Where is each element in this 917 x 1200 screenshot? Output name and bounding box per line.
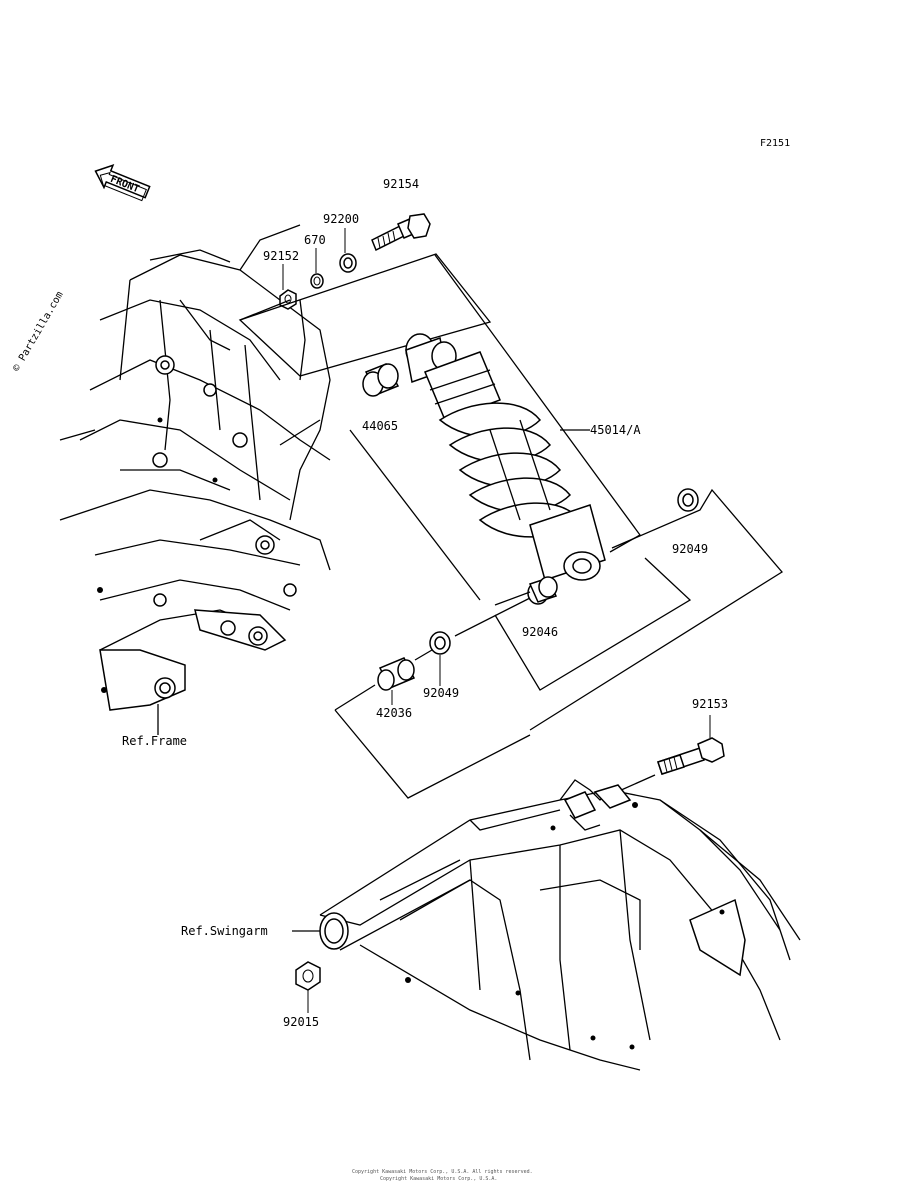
part-670-label: 670 xyxy=(304,233,326,247)
watermark-text: © Partzilla.com xyxy=(11,290,66,374)
nut-92015-icon xyxy=(295,961,321,991)
shock-absorber-icon xyxy=(405,333,606,581)
collar-44065-icon xyxy=(362,363,400,397)
copyright-line-2: Copyright Kawasaki Motors Corp., U.S.A. xyxy=(380,1176,497,1182)
ref-frame-label: Ref.Frame xyxy=(122,734,187,748)
ref-swingarm-label: Ref.Swingarm xyxy=(181,924,268,938)
frame-illustration xyxy=(59,224,331,735)
collar-42036-icon xyxy=(377,657,416,691)
bolt-92154-icon xyxy=(371,213,431,252)
washer-92049-right-icon xyxy=(677,488,699,512)
part-42036-label: 42036 xyxy=(376,706,412,720)
part-92154-label: 92154 xyxy=(383,177,419,191)
part-44065-label: 44065 xyxy=(362,419,398,433)
front-arrow-icon: FRONT xyxy=(94,164,151,202)
swingarm-illustration xyxy=(319,779,801,1071)
nut-92152-icon xyxy=(279,289,297,310)
part-45014-label: 45014/A xyxy=(590,423,641,437)
copyright-line-1: Copyright Kawasaki Motors Corp., U.S.A. … xyxy=(352,1169,533,1175)
collar-92046-icon xyxy=(527,576,558,605)
part-92049-right-label: 92049 xyxy=(672,542,708,556)
washer-92049-left-icon xyxy=(429,631,451,655)
part-92200-label: 92200 xyxy=(323,212,359,226)
ring-670-icon xyxy=(310,273,324,289)
washer-92200-icon xyxy=(339,253,357,273)
part-92152-label: 92152 xyxy=(263,249,299,263)
bolt-92153-icon xyxy=(657,737,725,775)
part-92153-label: 92153 xyxy=(692,697,728,711)
part-92015-label: 92015 xyxy=(283,1015,319,1029)
part-92046-label: 92046 xyxy=(522,625,558,639)
part-92049-left-label: 92049 xyxy=(423,686,459,700)
diagram-code: F2151 xyxy=(760,138,790,149)
